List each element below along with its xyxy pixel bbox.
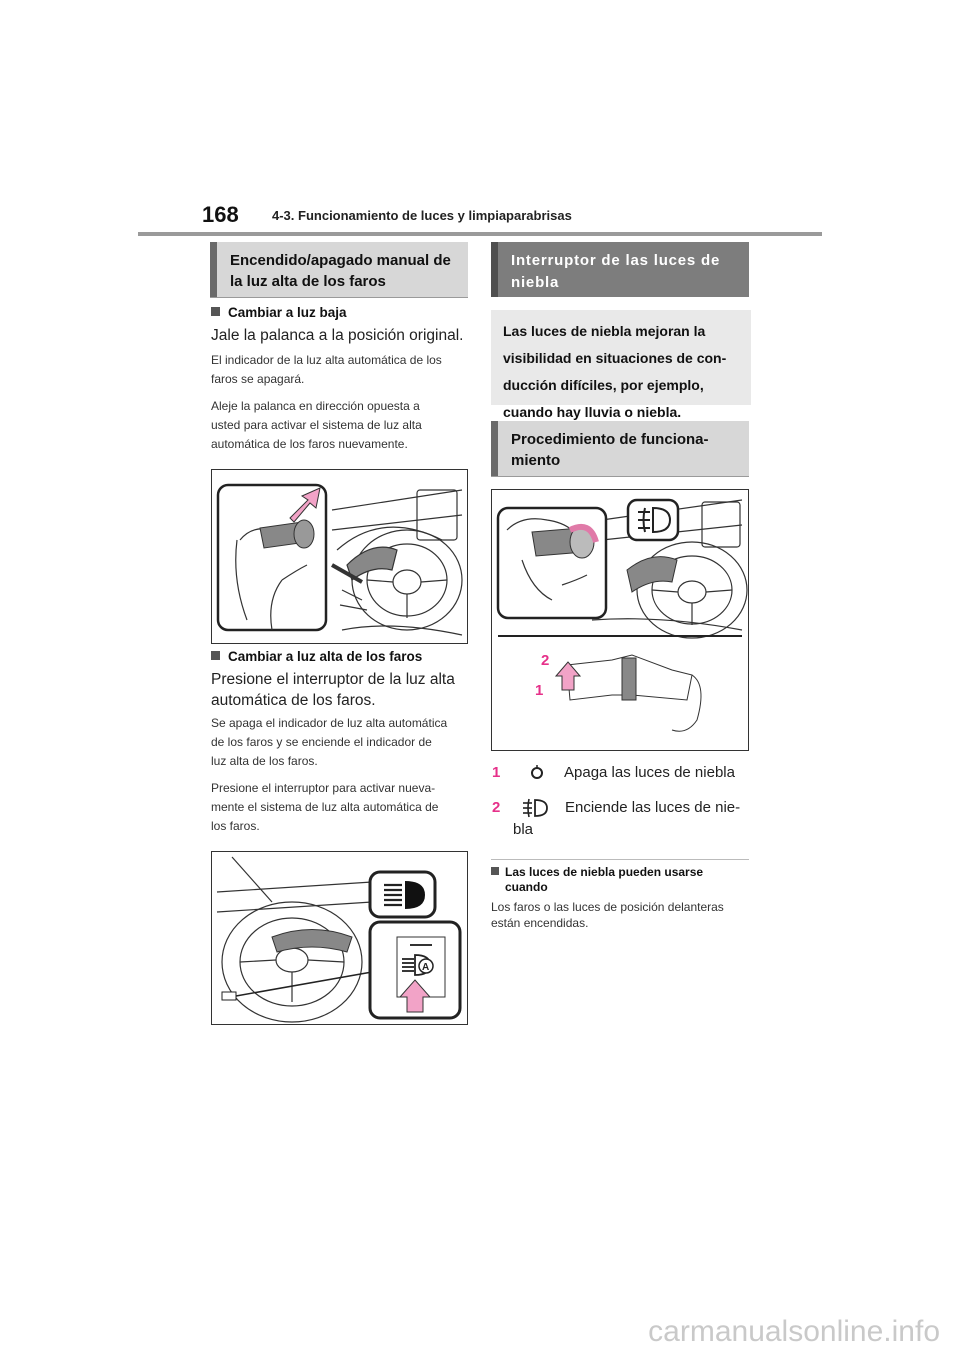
fog-note-heading: Las luces de niebla pueden usarse cuando: [491, 865, 751, 895]
high-beam-paragraph-2: Presione el interruptor para activar nue…: [211, 781, 439, 833]
fog-light-icon: [638, 507, 650, 533]
section-title-line2: la luz alta de los faros: [230, 273, 386, 290]
watermark: carmanualsonline.info: [648, 1315, 940, 1348]
section-header-high-beam: Encendido/apagado manual de la luz alta …: [210, 242, 468, 297]
note-divider: [491, 859, 749, 860]
fog-note-text: Los faros o las luces de posición delant…: [491, 900, 724, 930]
low-beam-paragraph-1: El indicador de la luz alta automática d…: [211, 353, 442, 386]
bullet-square-icon: [491, 867, 499, 875]
section-header-procedure: Procedimiento de funciona- miento: [491, 421, 749, 476]
lever-pull-illustration: [216, 483, 463, 636]
low-beam-paragraph-2: Aleje la palanca en dirección opuesta a …: [211, 399, 422, 451]
fog-lights-intro: Las luces de niebla mejoran la visibilid…: [491, 310, 751, 420]
bullet-square-icon: [211, 307, 220, 316]
figure-callout-2: 2: [541, 652, 550, 669]
section-header-fog-lights: Interruptor de las luces de niebla: [491, 242, 749, 297]
svg-text:A: A: [422, 962, 429, 973]
bullet-square-icon: [211, 651, 220, 660]
legend-item-2: 2 Enciende las luces de nie- bla: [492, 798, 741, 838]
auto-high-beam-icon: [402, 958, 414, 972]
high-beam-indicator-icon: [384, 883, 402, 907]
legend-item-1: 1 Apaga las luces de niebla: [492, 764, 735, 781]
chapter-title: 4-3. Funcionamiento de luces y limpiapar…: [272, 208, 572, 223]
figure-callout-1: 1: [535, 682, 544, 699]
low-beam-heading: Cambiar a luz baja: [211, 305, 347, 320]
section-divider: [491, 476, 749, 477]
section-title-line2: miento: [511, 452, 561, 469]
section-title-line1: Encendido/apagado manual de: [230, 252, 451, 269]
header-rule: [138, 232, 822, 236]
fog-light-on-icon: [523, 798, 548, 818]
low-beam-lead: Jale la palanca a la posición original.: [211, 327, 464, 344]
page-number: 168: [202, 202, 239, 227]
high-beam-paragraph-1: Se apaga el indicador de luz alta automá…: [211, 716, 448, 768]
section-divider: [210, 297, 468, 298]
section-title-line2: niebla: [511, 274, 560, 291]
figure-high-beam-switch: A: [211, 851, 468, 1025]
high-beam-switch-illustration: A: [216, 856, 462, 1023]
section-title-line1: Interruptor de las luces de: [511, 252, 721, 269]
fog-light-off-icon: [531, 765, 543, 779]
fog-light-switch-illustration: [496, 498, 748, 732]
high-beam-lead: Presione el interruptor de la luz alta a…: [211, 671, 455, 709]
section-title-line1: Procedimiento de funciona-: [511, 431, 709, 448]
figure-lever-pull: [211, 469, 468, 644]
figure-fog-light-switch: [491, 489, 749, 751]
high-beam-heading: Cambiar a luz alta de los faros: [211, 649, 422, 664]
